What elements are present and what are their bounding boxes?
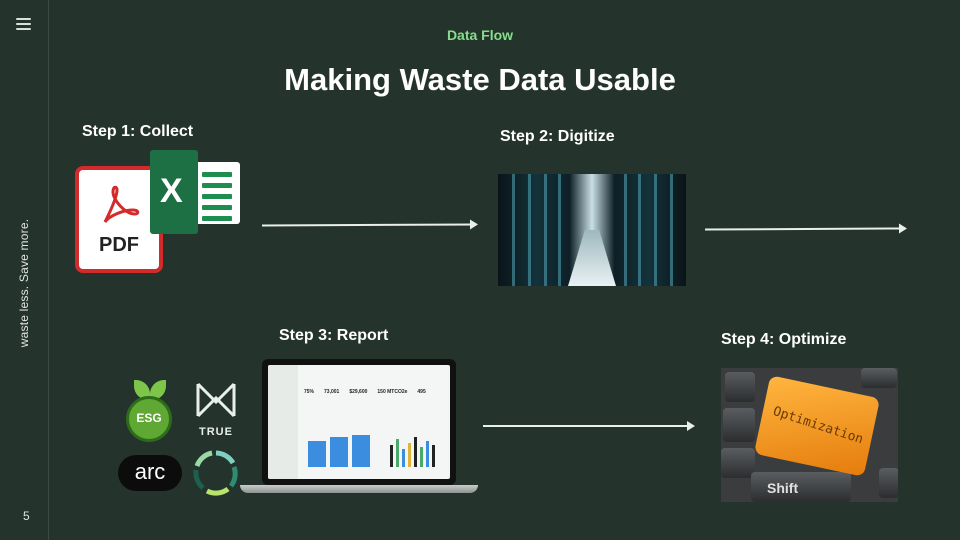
step-3-label: Step 3: Report (279, 327, 388, 345)
section-eyebrow: Data Flow (0, 27, 960, 43)
excel-letter: X (160, 172, 183, 211)
step-2-label: Step 2: Digitize (500, 128, 615, 146)
step-1-label: Step 1: Collect (82, 123, 193, 141)
excel-icon: X (150, 150, 240, 234)
page-number: 5 (23, 509, 30, 523)
acrobat-icon (97, 184, 141, 228)
esg-logo: ESG (126, 380, 176, 440)
arrow-collect-to-digitize (262, 223, 476, 226)
ring-logo (193, 450, 239, 496)
arrow-report-to-optimize (483, 425, 693, 427)
step-4-label: Step 4: Optimize (721, 331, 846, 349)
arc-logo: arc (118, 455, 182, 491)
laptop-base (240, 485, 478, 493)
shift-key-label: Shift (767, 480, 798, 496)
arrow-digitize-next (705, 227, 905, 230)
true-certification-logo: TRUE (194, 380, 238, 438)
slide-title: Making Waste Data Usable (0, 62, 960, 98)
sidebar-tagline: waste less. Save more. (17, 219, 31, 347)
optimization-key: Optimization (754, 375, 880, 477)
pdf-label: PDF (79, 234, 159, 257)
optimization-keyboard-image: Optimization Shift (721, 368, 898, 502)
server-room-image (498, 174, 686, 286)
